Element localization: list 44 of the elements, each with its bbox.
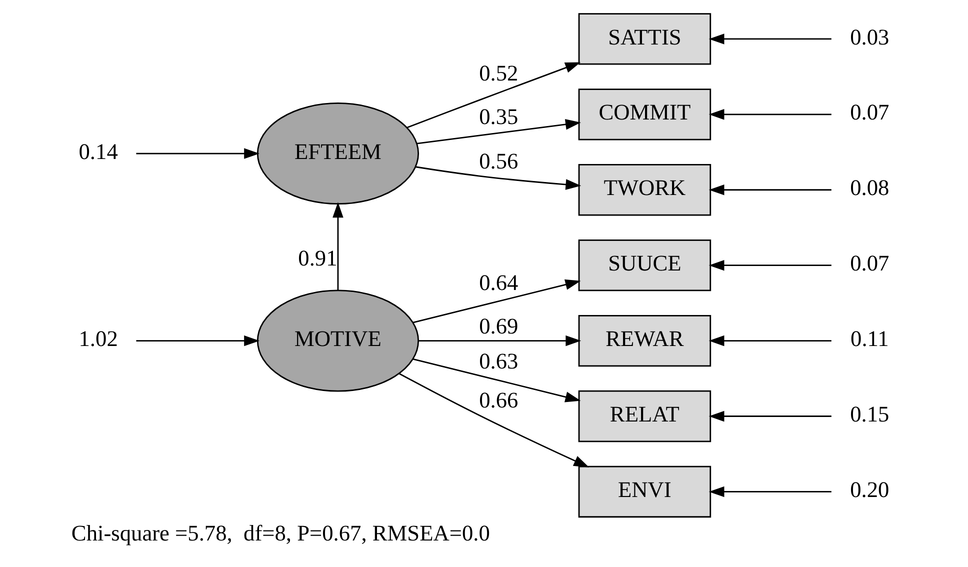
- arrow: [708, 109, 832, 120]
- edge-label: 0.91: [298, 245, 338, 270]
- node-box: ENVI: [578, 466, 712, 518]
- node-text: 0.15: [850, 402, 890, 427]
- node-box: COMMIT: [578, 88, 712, 140]
- node-text: 0.14: [78, 138, 118, 164]
- arrow: [708, 34, 832, 44]
- node-text: 0.08: [850, 175, 890, 200]
- node-ellipse: MOTIVE: [256, 290, 420, 392]
- node-box: REWAR: [578, 314, 712, 367]
- arrow: [708, 184, 832, 196]
- arrow: [418, 335, 582, 346]
- arrow: [412, 279, 581, 324]
- arrow: [708, 260, 832, 271]
- edge-label: 0.69: [479, 314, 518, 339]
- node-text: 0.07: [850, 250, 890, 276]
- node-box: RELAT: [578, 390, 712, 442]
- node-box: SATTIS: [578, 13, 712, 65]
- node-ellipse: EFTEEM: [256, 102, 420, 205]
- node-text: 1.02: [78, 326, 118, 352]
- node-text: 0.20: [850, 477, 890, 502]
- arrow: [398, 372, 590, 468]
- edge-label: 0.66: [479, 388, 518, 413]
- caption: Chi-square =5.78, df=8, P=0.67, RMSEA=0.0: [71, 520, 490, 546]
- arrow: [332, 202, 344, 290]
- arrow: [412, 358, 581, 402]
- node-text: 0.07: [850, 100, 890, 125]
- edge-label: 0.56: [479, 148, 518, 174]
- arrow: [406, 62, 581, 128]
- arrow: [136, 335, 260, 346]
- node-box: TWORK: [578, 164, 712, 216]
- edge-label: 0.64: [479, 270, 518, 296]
- arrow: [416, 166, 582, 190]
- arrow: [708, 410, 832, 422]
- edge-label: 0.52: [479, 60, 518, 86]
- arrow: [708, 486, 832, 498]
- edge-label: 0.63: [479, 348, 518, 374]
- node-text: 0.11: [850, 326, 889, 352]
- arrow: [708, 335, 832, 346]
- arrow: [416, 119, 581, 144]
- node-box: SUUCE: [578, 239, 712, 292]
- edge-label: 0.35: [479, 104, 518, 129]
- node-text: 0.03: [850, 24, 890, 50]
- arrow: [136, 148, 260, 159]
